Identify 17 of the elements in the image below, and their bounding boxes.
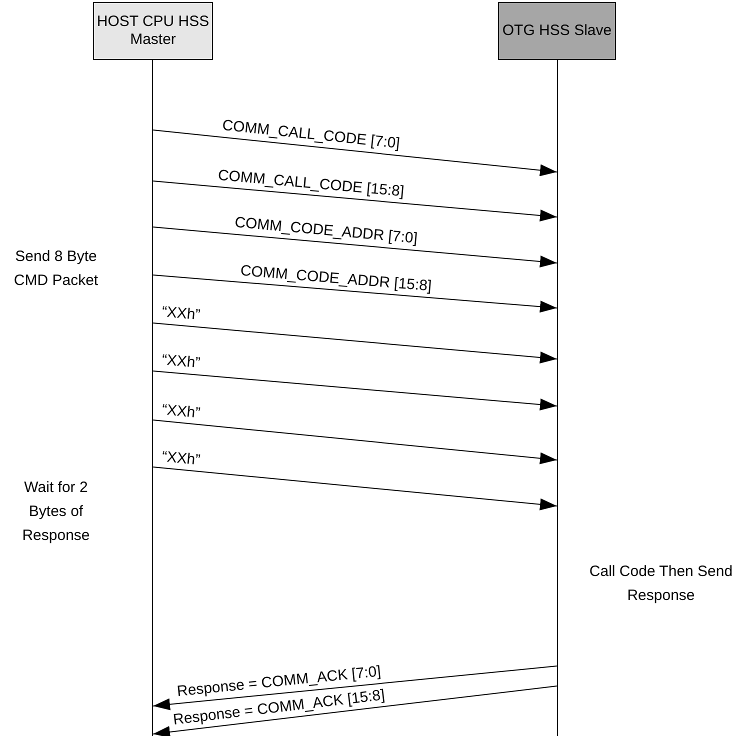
note-text: Call Code Then Send Response — [588, 562, 734, 606]
arrow — [152, 226, 558, 268]
lifeline-head-box: HOST CPU HSS Master — [93, 2, 213, 60]
arrow — [152, 322, 558, 364]
arrow — [152, 130, 558, 176]
lifeline — [152, 60, 153, 736]
arrow — [152, 466, 558, 510]
arrow — [152, 180, 558, 222]
note-text: Wait for 2 Bytes of Response — [21, 478, 91, 546]
arrow — [152, 666, 558, 710]
arrow — [152, 420, 558, 464]
note-text: Send 8 Byte CMD Packet — [12, 247, 100, 291]
arrow — [152, 370, 558, 410]
arrow — [152, 686, 558, 736]
arrow — [152, 274, 558, 313]
lifeline-head-box: OTG HSS Slave — [498, 2, 616, 60]
lifeline — [557, 60, 558, 736]
